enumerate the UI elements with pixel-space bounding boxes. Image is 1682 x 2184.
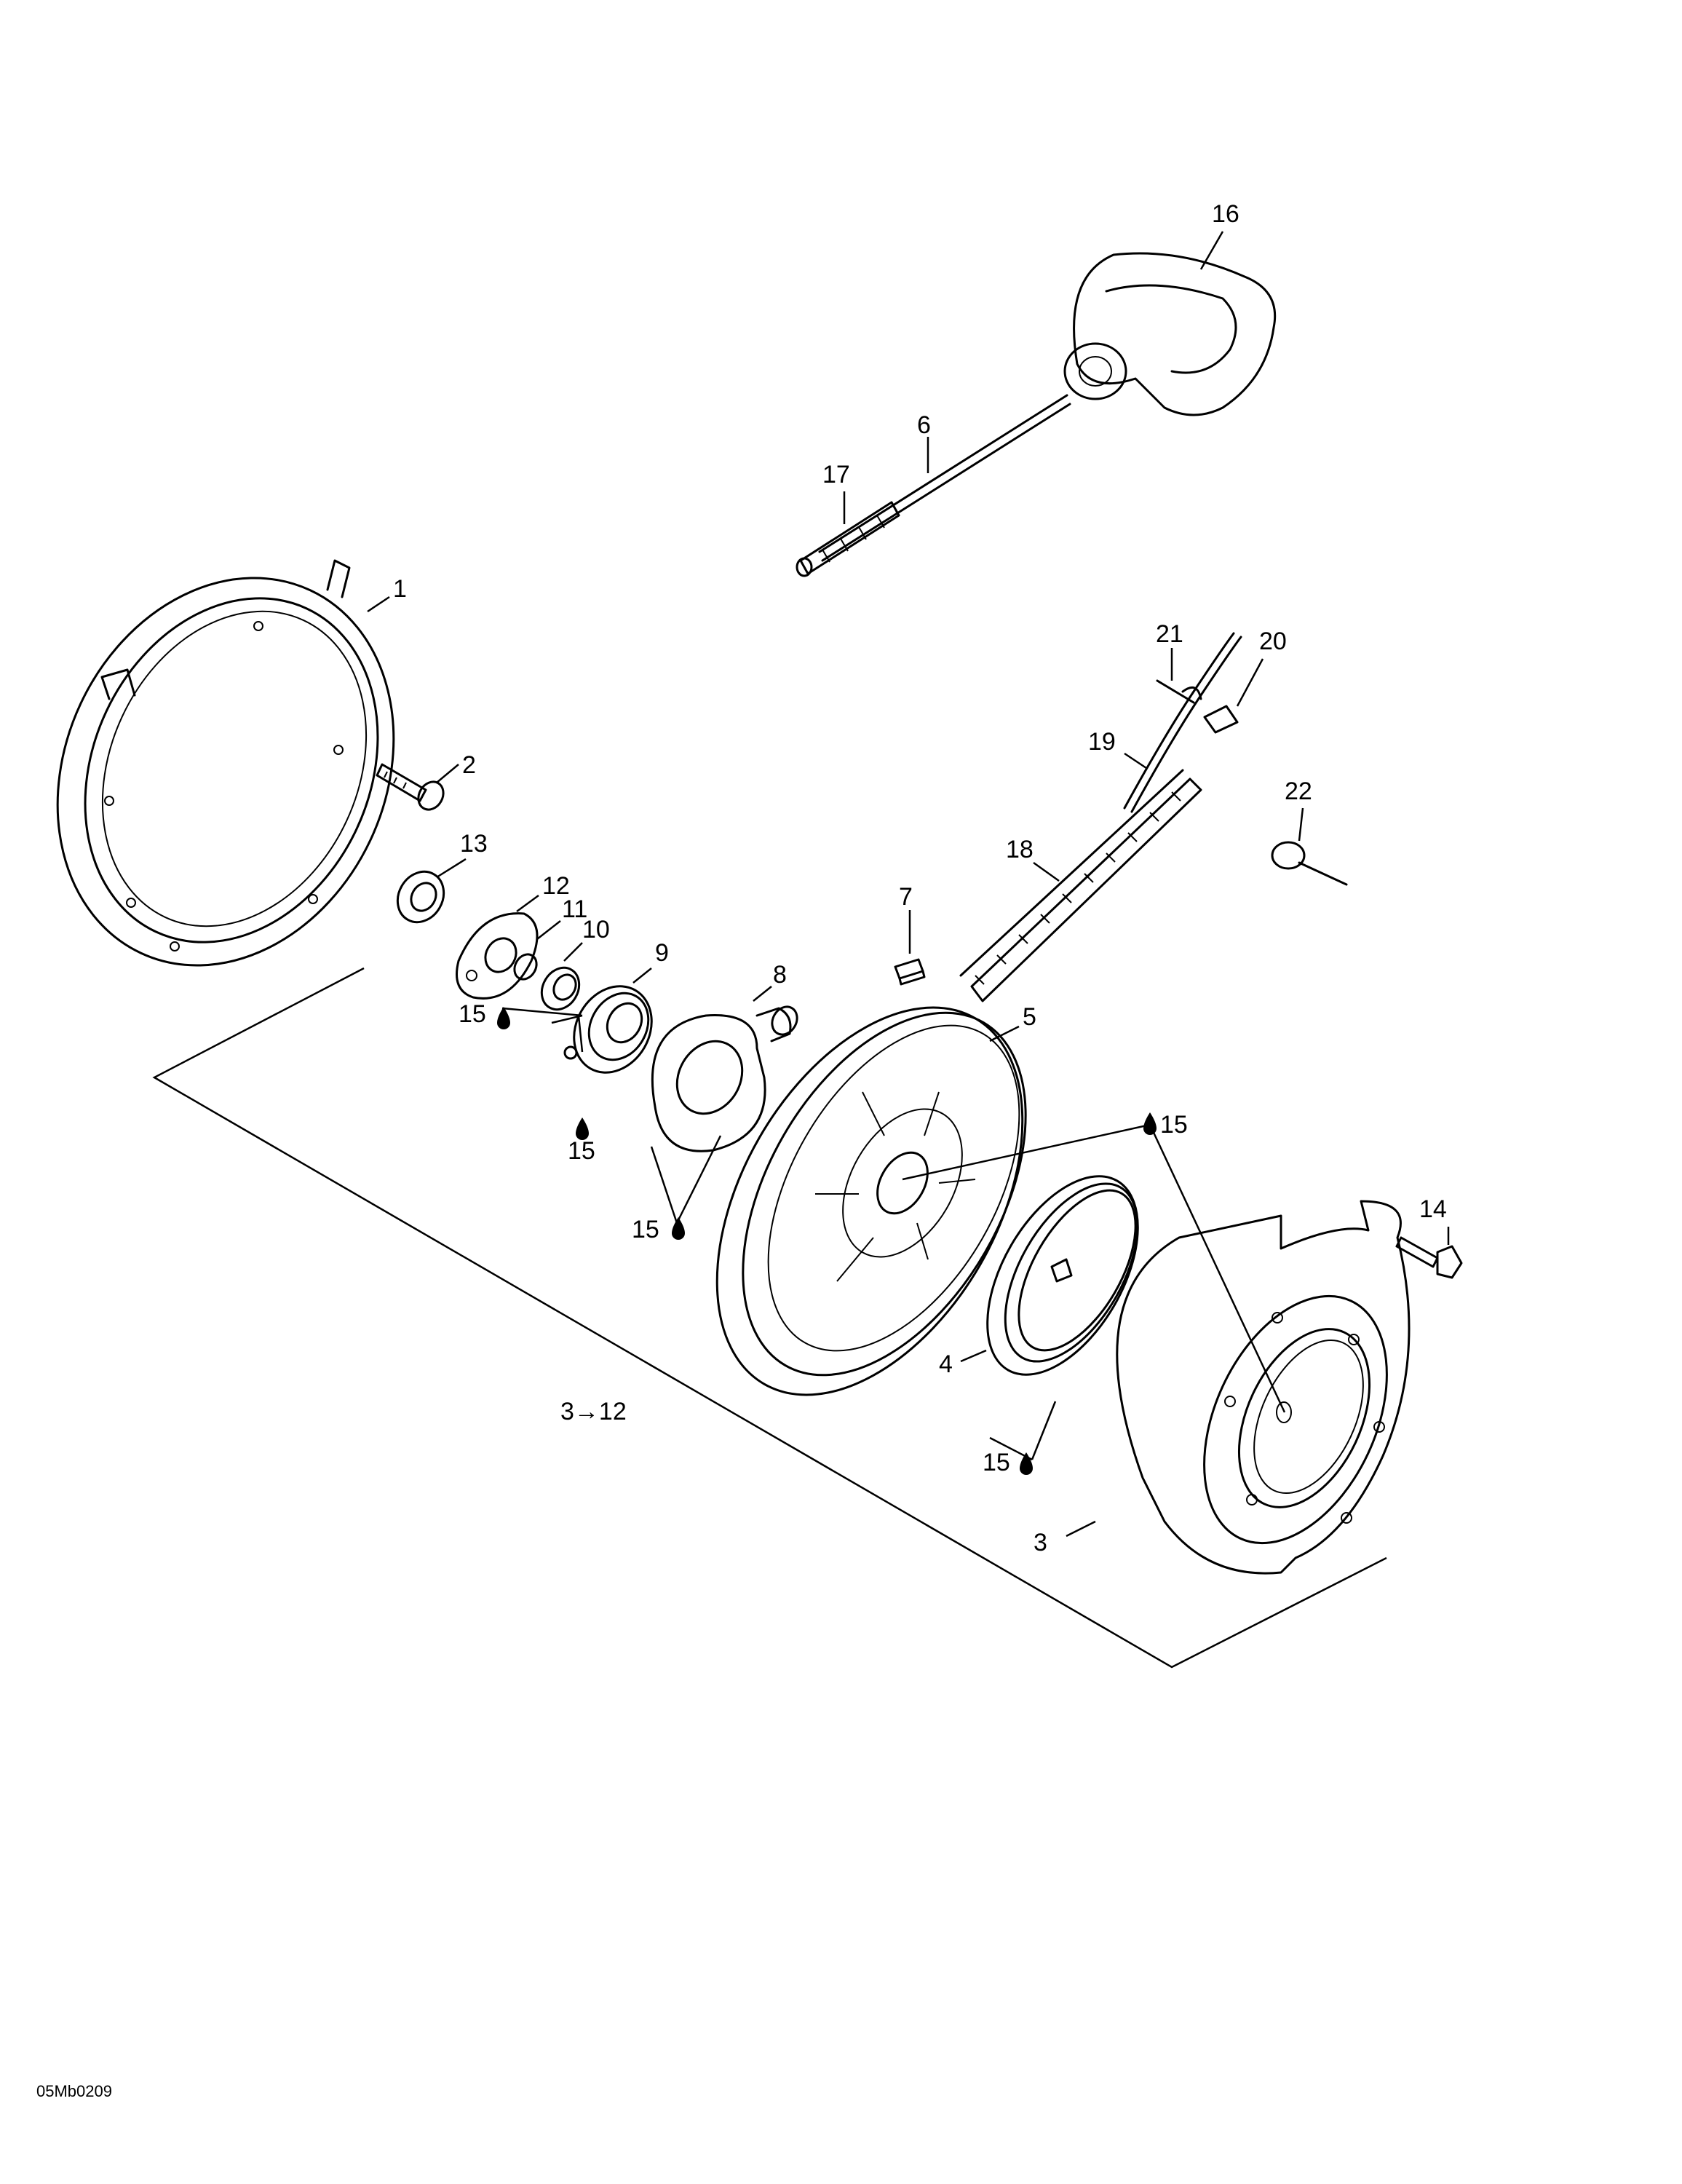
callout-2: 2 (462, 751, 476, 779)
callout-12: 12 (542, 872, 570, 900)
lubrication-drop-icons (497, 1007, 1157, 1475)
callout-21: 21 (1156, 620, 1183, 648)
assembly-bracket-line (152, 967, 1387, 1669)
leader-lines (367, 231, 1450, 1538)
oil-drop-icon (1143, 1112, 1157, 1135)
part-9-pawl-disc (563, 985, 653, 1074)
part-7-key (894, 958, 926, 986)
part-11-washer (513, 953, 538, 981)
callout-7: 7 (899, 883, 913, 911)
callout-16: 16 (1212, 200, 1239, 228)
callout-15-spring: 15 (983, 1449, 1010, 1476)
part-20-connector (1203, 705, 1239, 734)
part-8-pawl-plate (651, 1005, 798, 1152)
part-10-bushing (540, 966, 581, 1011)
oil-drop-icon (576, 1117, 589, 1140)
part-2-screw (376, 763, 445, 811)
part-6-starter-rope (818, 394, 1071, 562)
part-22-cable-tie (1271, 841, 1348, 886)
callout-15-pawl-disc: 15 (568, 1137, 595, 1165)
callout-8: 8 (773, 961, 787, 989)
callout-11: 11 (562, 895, 587, 923)
callout-15-lock-plate: 15 (459, 1000, 486, 1028)
part-4-recoil-spring (986, 1175, 1139, 1376)
part-12-lock-plate (456, 912, 539, 1000)
callout-13: 13 (460, 830, 488, 858)
part-19-cable (1123, 632, 1242, 813)
callout-9: 9 (655, 939, 669, 967)
oil-drop-icon (497, 1007, 510, 1029)
oil-drop-icon (1020, 1452, 1033, 1475)
callout-20: 20 (1259, 628, 1287, 655)
part-17-rope-sleeve (796, 501, 900, 577)
callout-3: 3 (1034, 1529, 1047, 1556)
part-13-washer (396, 870, 445, 924)
part-1-housing-ring (56, 559, 395, 967)
callout-6: 6 (917, 411, 931, 439)
callout-15-pawl-plate: 15 (632, 1216, 659, 1243)
callout-4: 4 (939, 1350, 953, 1378)
part-3-starter-cover (1116, 1200, 1411, 1575)
part-21-tie (1156, 679, 1202, 704)
callout-17: 17 (822, 461, 850, 488)
callout-labels: 1 2 3 3→12 4 5 6 7 8 9 10 11 12 13 14 15… (393, 200, 1447, 1556)
callout-15-sheave: 15 (1160, 1111, 1188, 1139)
callout-14: 14 (1419, 1195, 1447, 1223)
diagram-code: 05Mb0209 (36, 2082, 112, 2100)
callout-19: 19 (1088, 728, 1116, 756)
callout-1: 1 (393, 575, 407, 603)
callout-18: 18 (1006, 836, 1034, 863)
part-14-bolt (1395, 1236, 1463, 1279)
oil-drop-icon (672, 1217, 685, 1240)
part-5-rope-sheave (715, 1006, 1027, 1396)
callout-5: 5 (1023, 1003, 1036, 1031)
callout-22: 22 (1285, 778, 1312, 805)
part-16-handle (1063, 252, 1277, 416)
callout-10: 10 (582, 916, 610, 943)
part-18-conduit (959, 769, 1202, 1002)
callout-3-to-12: 3→12 (560, 1398, 627, 1425)
